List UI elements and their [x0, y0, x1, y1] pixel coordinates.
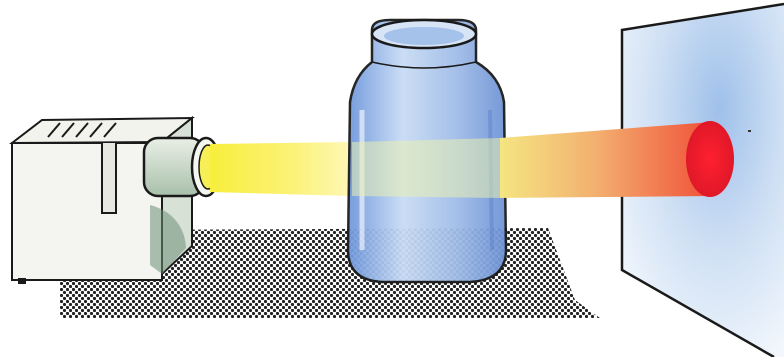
- light-spot: [686, 121, 734, 197]
- beam-in-jar: [352, 138, 500, 198]
- beam-before-jar: [210, 142, 352, 196]
- beam-after-jar: [500, 122, 712, 198]
